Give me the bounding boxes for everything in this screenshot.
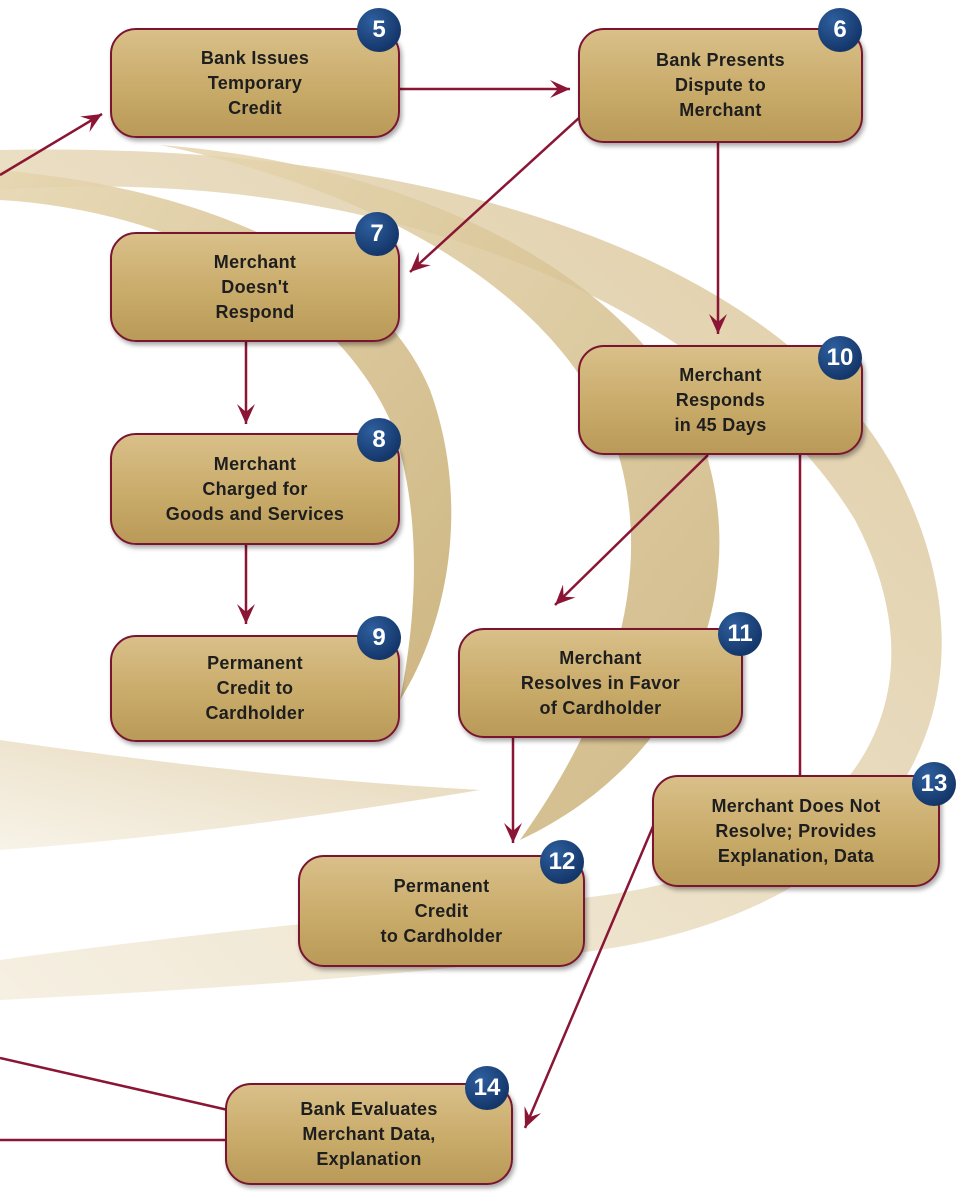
step-box-12: Permanent Credit to Cardholder	[298, 855, 585, 967]
arrow-13-to-14-head	[524, 1106, 542, 1128]
arrow-into-5-head	[80, 114, 102, 132]
step-number-badge-6: 6	[818, 8, 862, 52]
swoosh-lower	[0, 740, 480, 850]
step-number-badge-9: 9	[357, 616, 401, 660]
step-number-badge-10: 10	[818, 336, 862, 380]
step-box-10: Merchant Responds in 45 Days	[578, 345, 863, 455]
arrow-5-to-6-head	[550, 80, 570, 98]
arrow-6-to-7	[409, 116, 581, 273]
step-box-5: Bank Issues Temporary Credit	[110, 28, 400, 138]
step-box-13: Merchant Does Not Resolve; Provides Expl…	[652, 775, 940, 887]
step-box-7: Merchant Doesn't Respond	[110, 232, 400, 342]
step-label-6: Bank Presents Dispute to Merchant	[656, 50, 785, 120]
step-number-badge-11: 11	[718, 612, 762, 656]
arrow-10-to-11	[554, 454, 709, 606]
step-label-12: Permanent Credit to Cardholder	[380, 875, 503, 946]
step-number-badge-14: 14	[465, 1066, 509, 1110]
step-label-14: Bank Evaluates Merchant Data, Explanatio…	[300, 1098, 438, 1169]
step-label-9: Permanent Credit to Cardholder	[205, 653, 305, 723]
step-box-14: Bank Evaluates Merchant Data, Explanatio…	[225, 1083, 513, 1185]
swoosh-middle	[160, 145, 720, 840]
step-number-badge-7: 7	[355, 212, 399, 256]
arrow-13-to-14	[523, 809, 662, 1129]
arrow-8-to-9-head	[237, 604, 255, 624]
step-box-6: Bank Presents Dispute to Merchant	[578, 28, 863, 143]
step-number-badge-13: 13	[912, 762, 956, 806]
arrow-into-5	[0, 112, 103, 177]
step-label-10: Merchant Responds in 45 Days	[674, 364, 767, 435]
step-box-9: Permanent Credit to Cardholder	[110, 635, 400, 742]
arrow-7-to-8-head	[237, 404, 255, 424]
step-box-11: Merchant Resolves in Favor of Cardholder	[458, 628, 743, 738]
arrow-11-to-12-head	[504, 823, 522, 843]
step-number-badge-8: 8	[357, 418, 401, 462]
step-label-13: Merchant Does Not Resolve; Provides Expl…	[711, 795, 881, 866]
step-box-8: Merchant Charged for Goods and Services	[110, 433, 400, 545]
step-label-11: Merchant Resolves in Favor of Cardholder	[520, 647, 681, 718]
arrow-10-to-11-head	[555, 584, 576, 605]
step-label-5: Bank Issues Temporary Credit	[200, 47, 310, 118]
step-number-badge-5: 5	[357, 8, 401, 52]
arrow-6-to-7-head	[410, 251, 431, 272]
arrow-6-to-10-head	[709, 314, 727, 334]
step-number-badge-12: 12	[540, 840, 584, 884]
line-14-upper	[0, 1056, 229, 1112]
step-label-8: Merchant Charged for Goods and Services	[165, 453, 345, 524]
step-label-7: Merchant Doesn't Respond	[213, 251, 297, 322]
